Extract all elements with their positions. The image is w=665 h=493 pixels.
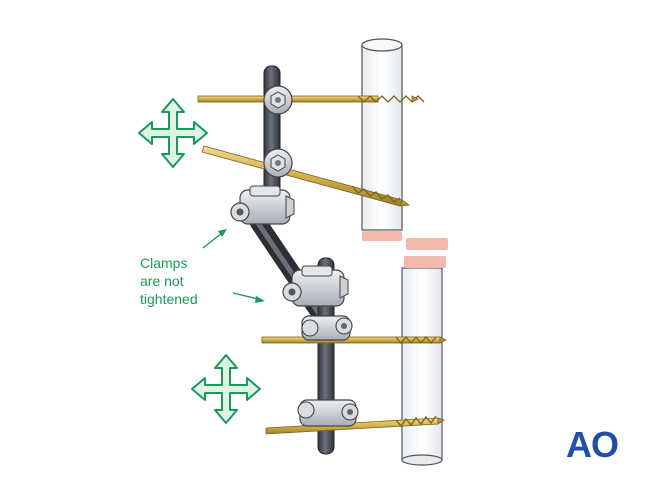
pin-3 [261, 335, 447, 345]
annotation-label: Clamps are not tightened [140, 254, 250, 308]
annotation-pointers [202, 229, 265, 303]
connecting-rod-highlight [253, 217, 329, 327]
four-way-arrow-icon [191, 354, 261, 424]
annotation-line-2: are not [140, 273, 184, 289]
four-way-arrow-icon [138, 98, 208, 168]
annotation-line-3: tightened [140, 291, 198, 307]
pin-2 [201, 145, 411, 207]
ao-logo: AO [566, 424, 619, 465]
pin-clamp-3 [301, 315, 353, 341]
clamps [230, 85, 359, 427]
lower-bone-fragment [401, 267, 443, 466]
rod-clamp-upper [230, 185, 295, 225]
pin-clamp-1 [263, 85, 293, 115]
pin-clamp-4 [297, 399, 359, 427]
annotation-line-1: Clamps [140, 255, 188, 271]
pin-clamp-2 [263, 148, 293, 178]
rod-clamp-middle [282, 265, 349, 307]
fracture-marks [362, 231, 448, 268]
